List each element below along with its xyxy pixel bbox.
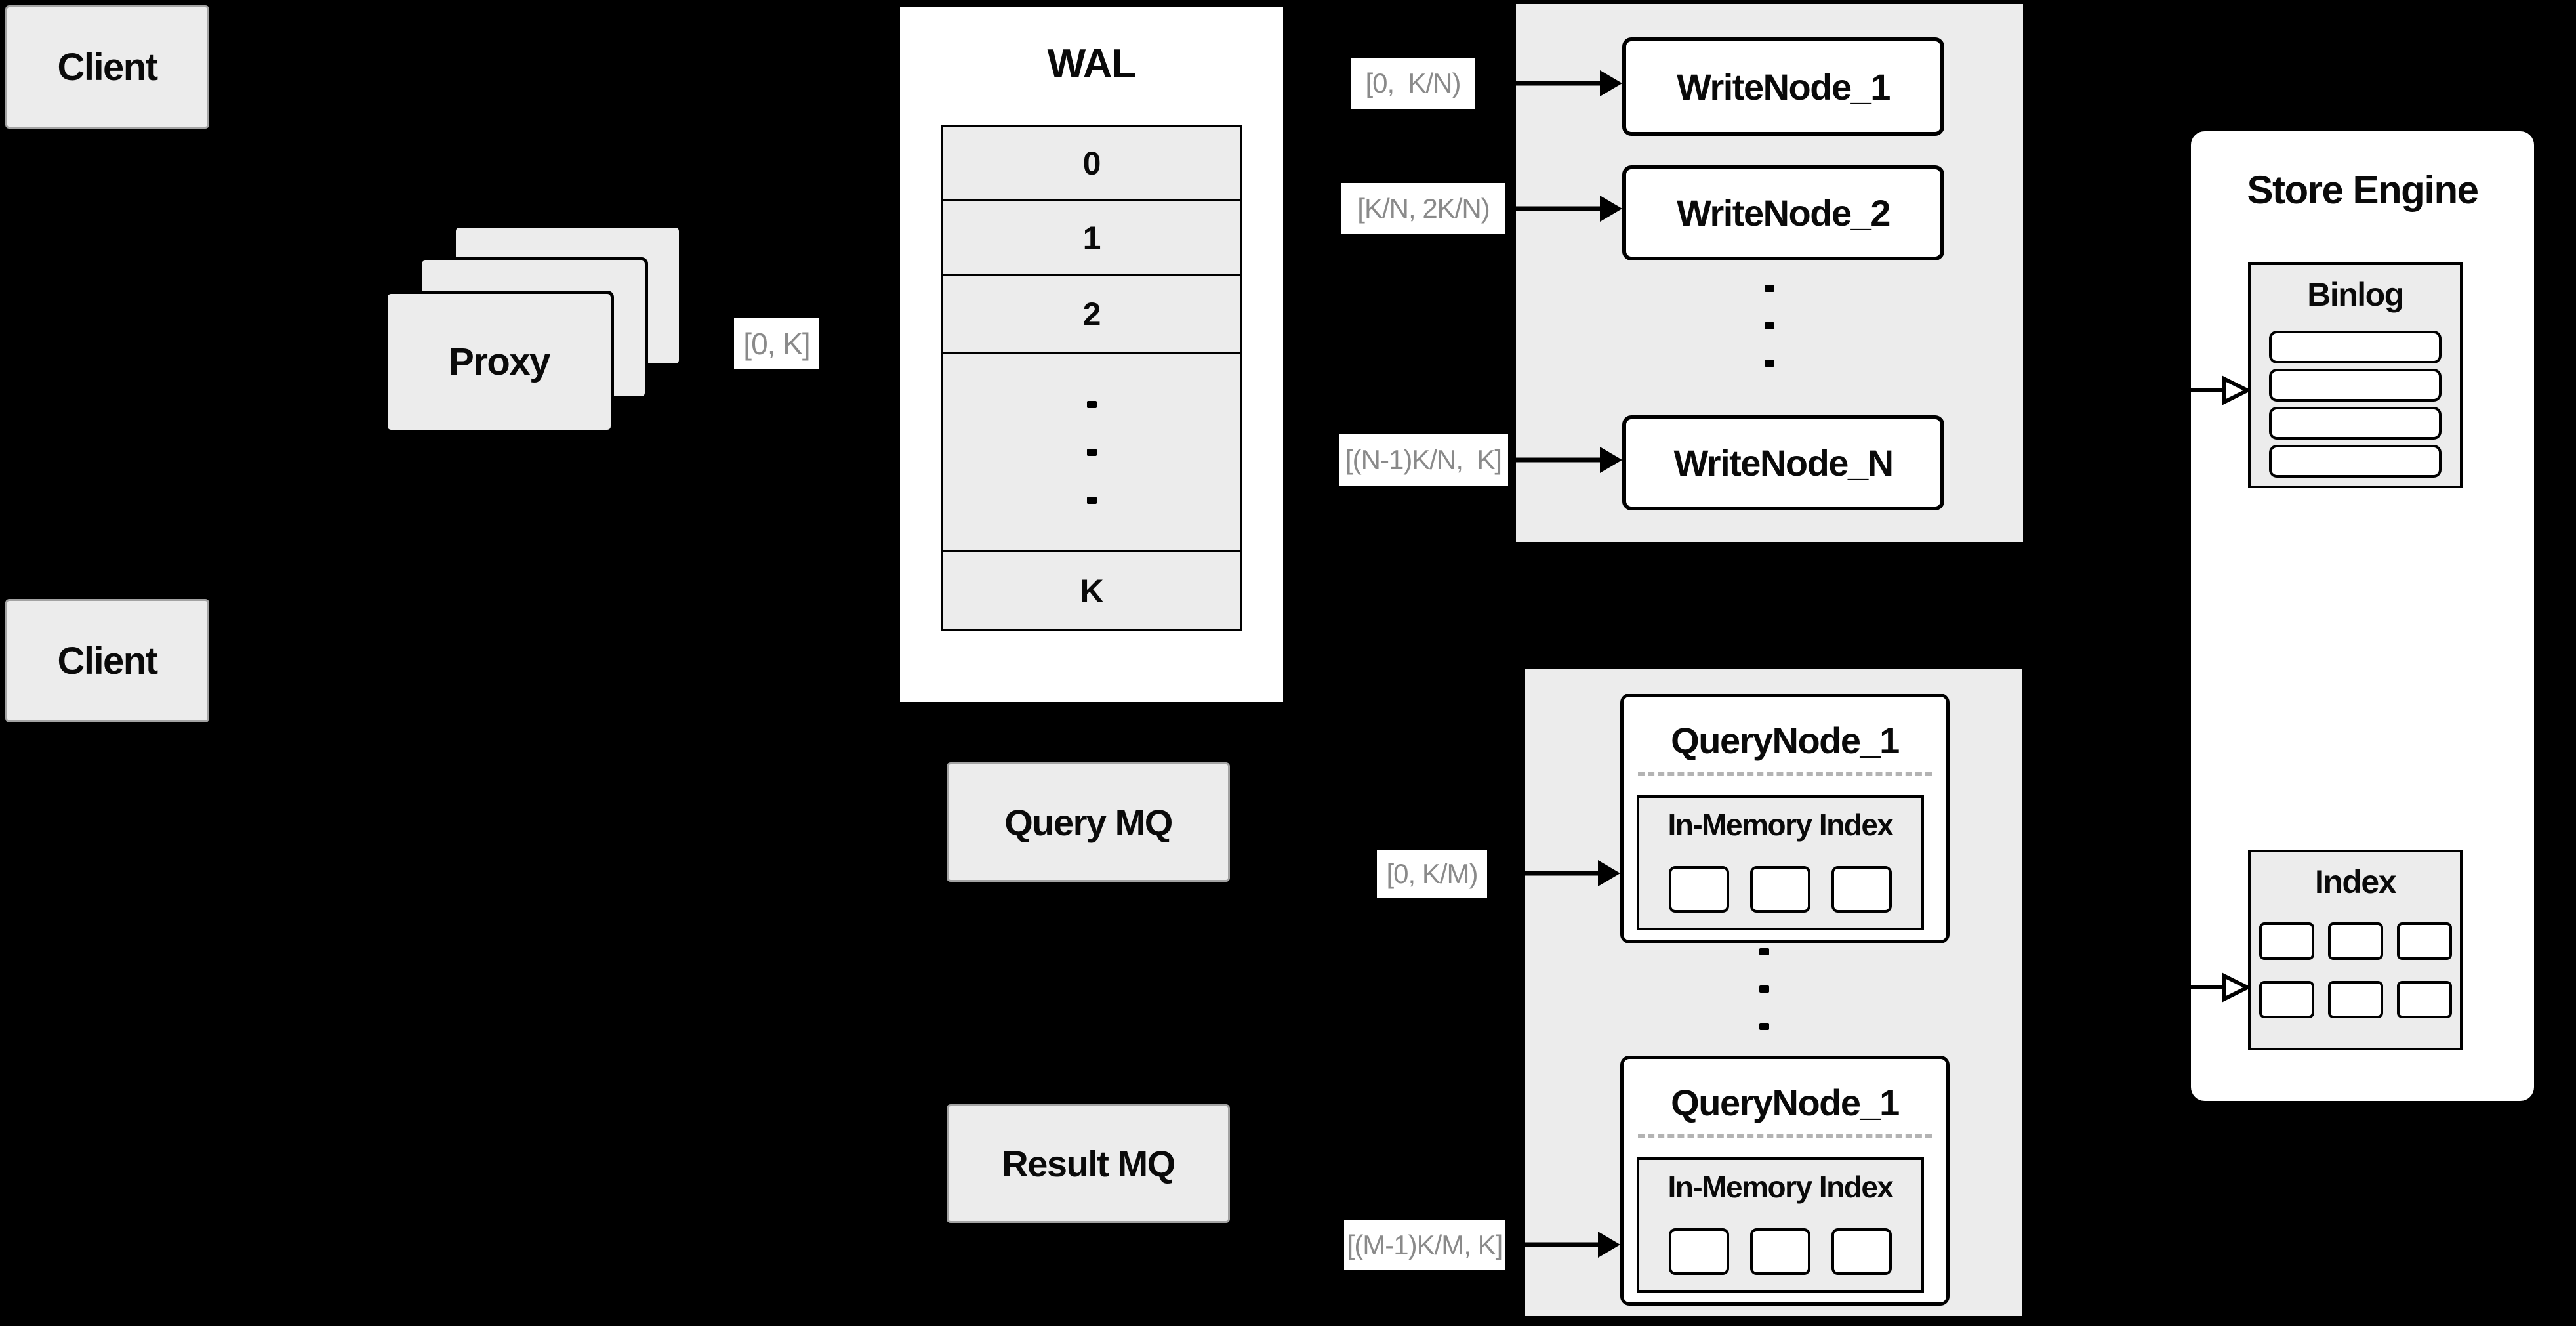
binlog-row	[2269, 407, 2442, 440]
write-node-n: WriteNode_N	[1622, 415, 1944, 510]
binlog-title: Binlog	[2307, 276, 2404, 313]
result-mq-box: Result MQ	[947, 1104, 1230, 1223]
segment-row	[1669, 866, 1892, 913]
query-nodes-ellipsis	[1759, 948, 1769, 1030]
range-label-write-2: [K/N, 2K/N)	[1341, 183, 1505, 234]
ellipsis-dot	[1759, 985, 1769, 993]
write-node-2: WriteNode_2	[1622, 165, 1944, 260]
binlog-rows	[2269, 331, 2442, 478]
wal-panel: WAL 0 1 2 K	[897, 4, 1286, 705]
client-label: Client	[57, 45, 158, 89]
range-label-query-1: [0, K/M)	[1377, 850, 1487, 898]
store-engine-title: Store Engine	[2247, 168, 2479, 212]
client-box-top: Client	[5, 5, 209, 129]
write-node-1: WriteNode_1	[1622, 37, 1944, 136]
arrow-into-query-node-1	[1487, 860, 1620, 886]
arrow-into-query-node-2	[1505, 1232, 1620, 1258]
proxy-label: Proxy	[449, 341, 550, 383]
query-node-1: QueryNode_1 In-Memory Index	[1620, 694, 1950, 943]
ellipsis-dot	[1759, 1023, 1769, 1030]
index-grid	[2259, 922, 2452, 1018]
write-nodes-ellipsis	[1765, 285, 1774, 367]
index-title: Index	[2314, 863, 2397, 900]
binlog-box: Binlog	[2248, 262, 2463, 488]
ellipsis-dot	[1759, 948, 1769, 955]
wal-row: 0	[943, 127, 1240, 201]
index-box: Index	[2248, 850, 2463, 1050]
dashed-divider	[1638, 1134, 1932, 1138]
in-memory-index-title: In-Memory Index	[1667, 808, 1894, 842]
index-segment	[1831, 866, 1892, 913]
arrow-into-index	[2190, 972, 2250, 1003]
binlog-row	[2269, 369, 2442, 402]
index-segment	[1669, 866, 1729, 913]
index-row	[2259, 922, 2452, 960]
ellipsis-dot	[1765, 285, 1774, 292]
wal-log-table: 0 1 2 K	[941, 125, 1242, 631]
arrow-into-write-node-n	[1508, 447, 1622, 473]
in-memory-index-title: In-Memory Index	[1667, 1170, 1894, 1204]
range-label-write-n: [(N-1)K/N, K]	[1339, 434, 1508, 486]
arrow-into-write-node-2	[1505, 196, 1622, 222]
arrow-into-write-node-1	[1475, 70, 1622, 96]
wal-row: 1	[943, 201, 1240, 276]
client-box-bottom: Client	[5, 599, 209, 722]
query-mq-box: Query MQ	[947, 762, 1230, 882]
query-node-title: QueryNode_1	[1671, 1082, 1900, 1123]
index-cell	[2327, 981, 2383, 1018]
index-segment	[1831, 1228, 1892, 1275]
wal-row: K	[943, 552, 1240, 629]
proxy-card-front: Proxy	[384, 291, 614, 433]
index-segment	[1750, 1228, 1810, 1275]
index-cell	[2259, 981, 2314, 1018]
binlog-row	[2269, 445, 2442, 478]
index-segment	[1750, 866, 1810, 913]
segment-row	[1669, 1228, 1892, 1275]
ellipsis-dot	[1087, 448, 1097, 456]
query-node-2: QueryNode_1 In-Memory Index	[1620, 1056, 1950, 1306]
ellipsis-dot	[1765, 360, 1774, 367]
dashed-divider	[1638, 772, 1932, 776]
arrow-into-binlog	[2190, 375, 2250, 405]
in-memory-index-box: In-Memory Index	[1637, 795, 1924, 930]
query-node-title: QueryNode_1	[1671, 720, 1900, 761]
index-cell	[2396, 981, 2452, 1018]
store-engine-panel: Store Engine Binlog Index	[2188, 128, 2537, 1104]
index-segment	[1669, 1228, 1729, 1275]
binlog-row	[2269, 331, 2442, 363]
range-label-write-1: [0, K/N)	[1351, 58, 1475, 109]
index-cell	[2259, 922, 2314, 960]
ellipsis-dot	[1087, 400, 1097, 408]
wal-row: 2	[943, 276, 1240, 354]
index-row	[2259, 981, 2452, 1018]
in-memory-index-box: In-Memory Index	[1637, 1157, 1924, 1293]
range-label-ingest: [0, K]	[734, 318, 819, 369]
ellipsis-dot	[1765, 322, 1774, 329]
index-cell	[2327, 922, 2383, 960]
wal-row-ellipsis	[943, 354, 1240, 552]
wal-title: WAL	[1047, 41, 1137, 87]
client-label: Client	[57, 639, 158, 682]
range-label-query-2: [(M-1)K/M, K]	[1344, 1220, 1505, 1270]
index-cell	[2396, 922, 2452, 960]
ellipsis-dot	[1087, 496, 1097, 504]
